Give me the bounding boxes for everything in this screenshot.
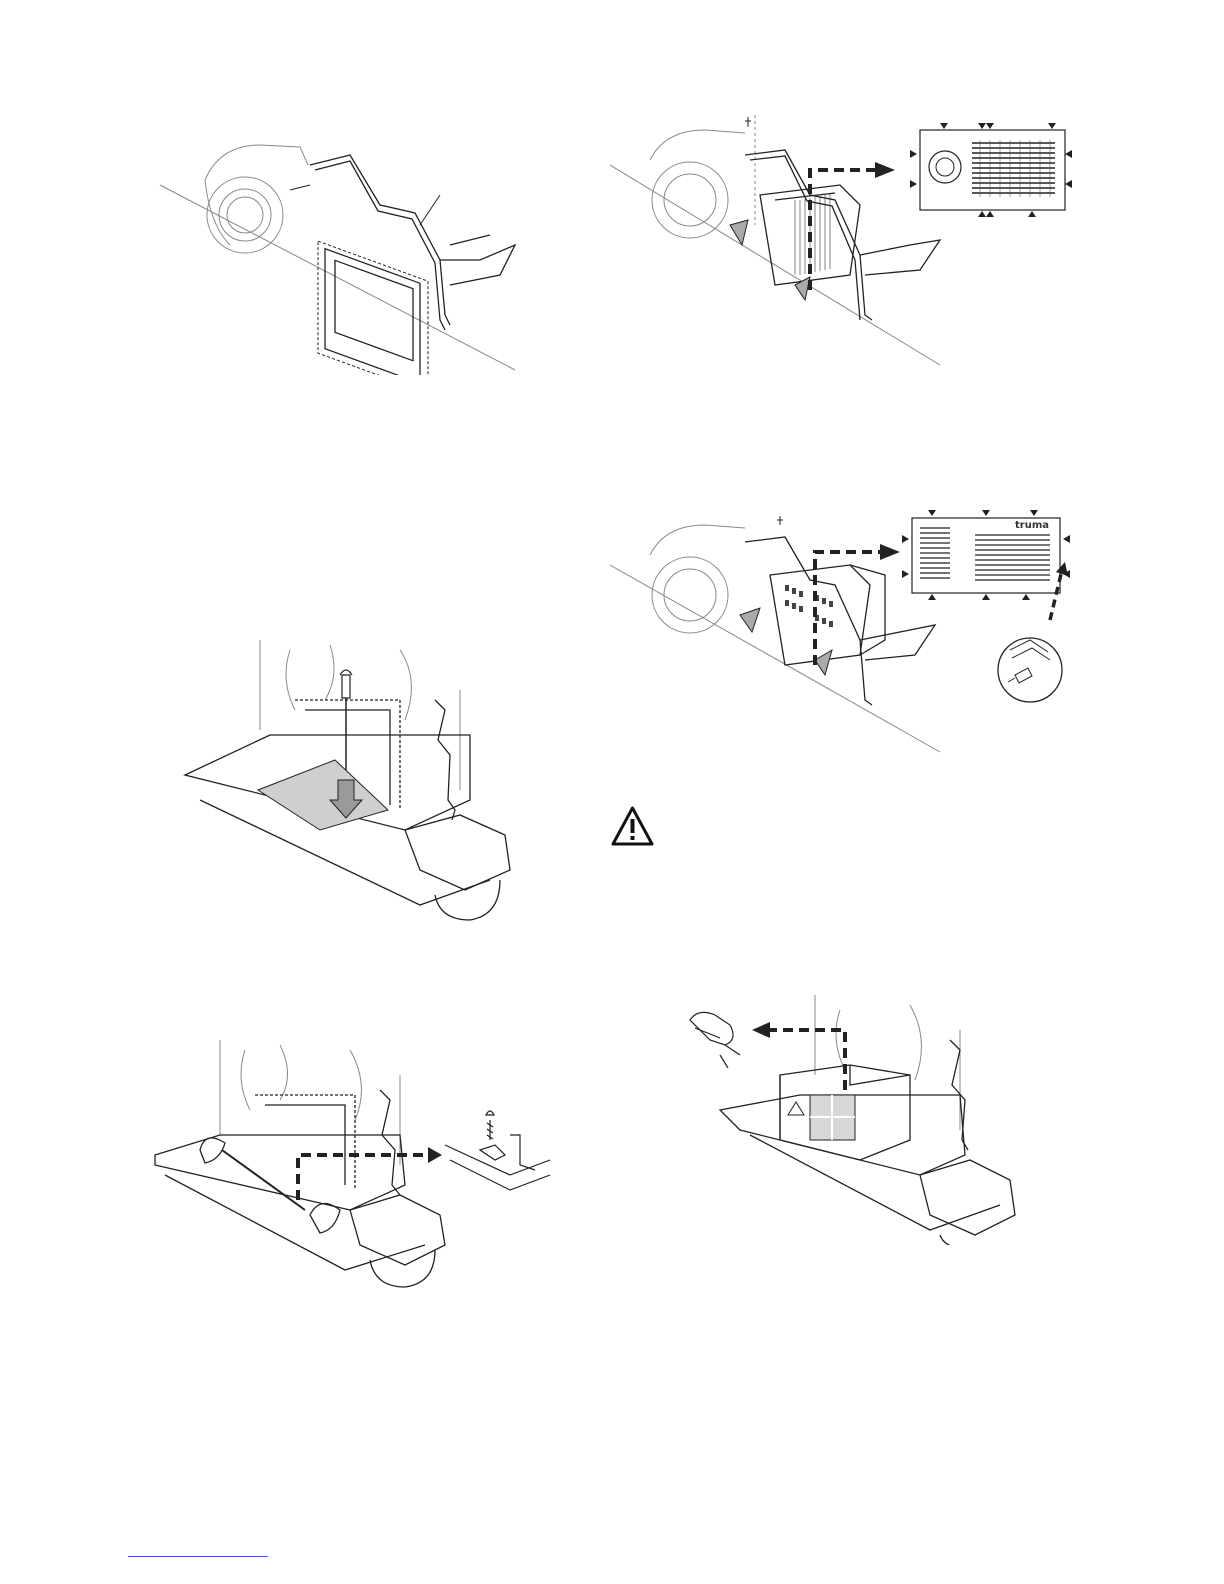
drill-floor-illustration — [180, 640, 520, 925]
figure-wall-cutout — [150, 125, 530, 375]
warning-icon — [610, 805, 655, 847]
grille-housing-illustration — [610, 105, 1080, 370]
wall-cutout-illustration — [150, 125, 530, 375]
figure-grille-housing — [610, 105, 1080, 370]
figure-screw-brackets — [150, 1035, 555, 1295]
brand-mark: truma — [1015, 520, 1049, 531]
figure-strap-unit — [680, 990, 1020, 1245]
grille-cover-illustration: truma — [610, 500, 1080, 755]
footnote-rule — [128, 1556, 268, 1557]
figure-grille-cover: truma — [610, 500, 1080, 755]
figure-drill-floor — [180, 640, 520, 925]
strap-unit-illustration — [680, 990, 1020, 1245]
screw-brackets-illustration — [150, 1035, 555, 1295]
